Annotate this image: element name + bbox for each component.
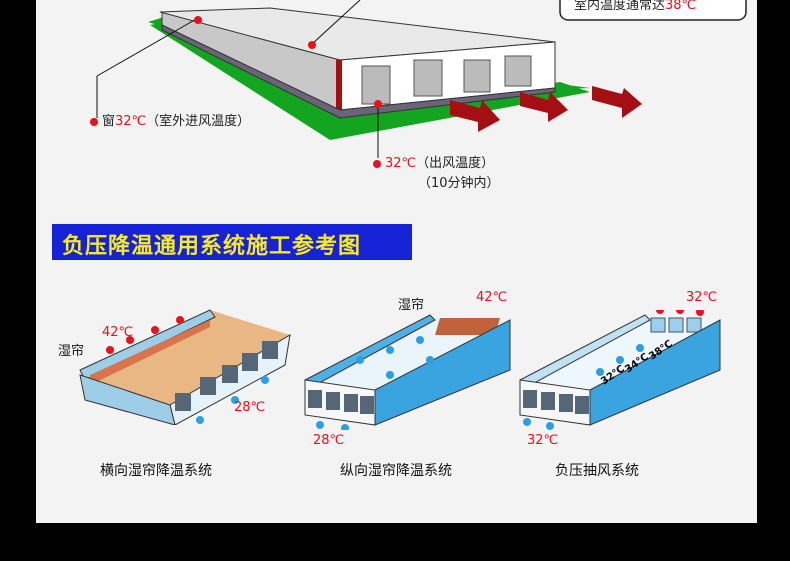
- outflow-arrows: [196, 376, 269, 424]
- fans: [175, 341, 278, 411]
- section-banner: 负压降温通用系统施工参考图: [52, 224, 412, 260]
- system-caption: 负压抽风系统: [555, 463, 639, 479]
- airflow-arrows: [316, 336, 434, 430]
- inlet-temp: 42℃: [476, 290, 508, 305]
- banner-title: 负压降温通用系统施工参考图: [62, 234, 362, 259]
- curtain-label: 湿帘: [398, 298, 425, 313]
- inflow-arrows: [656, 310, 704, 316]
- marker-dot: [373, 159, 381, 168]
- window-temp-label: 窗32℃（室外进风温度）: [90, 110, 250, 129]
- indoor-temp-callout: 室内温度通常达38℃: [574, 0, 697, 13]
- outlet-temp: 28℃: [313, 433, 345, 448]
- inflow-arrows: [106, 316, 184, 354]
- negative-pressure-diagram: [519, 310, 721, 430]
- inlet-temp: 42℃: [102, 325, 134, 340]
- airflow-arrows: [523, 344, 644, 430]
- infographic-panel: 室内温度通常达38℃ 窗32℃（室外进风温度） 32℃（出风温度） （10分钟内…: [36, 0, 757, 523]
- inlet-temp: 32℃: [686, 290, 718, 305]
- longitudinal-curtain-diagram: [304, 314, 511, 430]
- callout-box: [559, 0, 747, 21]
- system-caption: 纵向湿帘降温系统: [340, 463, 452, 479]
- transverse-curtain-diagram: [79, 309, 291, 425]
- system-caption: 横向湿帘降温系统: [100, 463, 212, 479]
- fans: [308, 390, 374, 414]
- curtain-label: 湿帘: [58, 344, 85, 359]
- outlet-time-note: （10分钟内）: [418, 176, 500, 191]
- outlet-temp: 32℃: [527, 433, 559, 448]
- exhaust-arrows: [450, 86, 642, 132]
- poultry-house-illustration: [96, 0, 747, 158]
- windows: [650, 317, 702, 333]
- marker-dot: [90, 117, 98, 126]
- outlet-temp: 28℃: [234, 400, 266, 415]
- outlet-temp-label: 32℃（出风温度）: [373, 152, 494, 171]
- fans: [523, 390, 589, 414]
- fans: [361, 55, 532, 105]
